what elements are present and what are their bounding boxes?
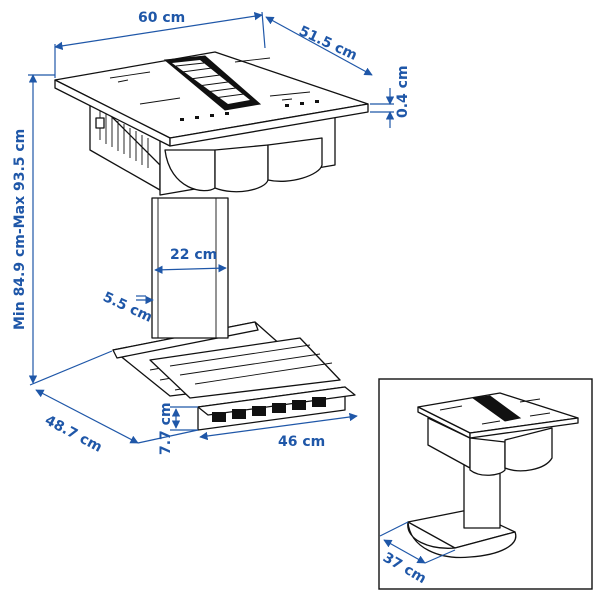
label-grille-height: 7.7 cm xyxy=(158,402,174,455)
label-column-depth: 5.5 cm xyxy=(100,289,154,326)
label-height-range: Min 84.9 cm-Max 93.5 cm xyxy=(12,129,28,330)
inset-product-drawing xyxy=(407,392,579,559)
label-base-depth: 48.7 cm xyxy=(42,412,105,455)
label-depth: 51.5 cm xyxy=(296,23,359,64)
inset-hob-vent xyxy=(471,395,522,422)
label-width: 60 cm xyxy=(138,10,185,26)
main-product-drawing xyxy=(54,51,369,431)
label-grille-width: 46 cm xyxy=(278,434,325,450)
dimension-lines xyxy=(28,11,395,444)
inset-view: 37 cm xyxy=(378,378,593,590)
label-glass-thickness: 0.4 cm xyxy=(395,65,411,118)
label-column-width: 22 cm xyxy=(170,247,217,263)
